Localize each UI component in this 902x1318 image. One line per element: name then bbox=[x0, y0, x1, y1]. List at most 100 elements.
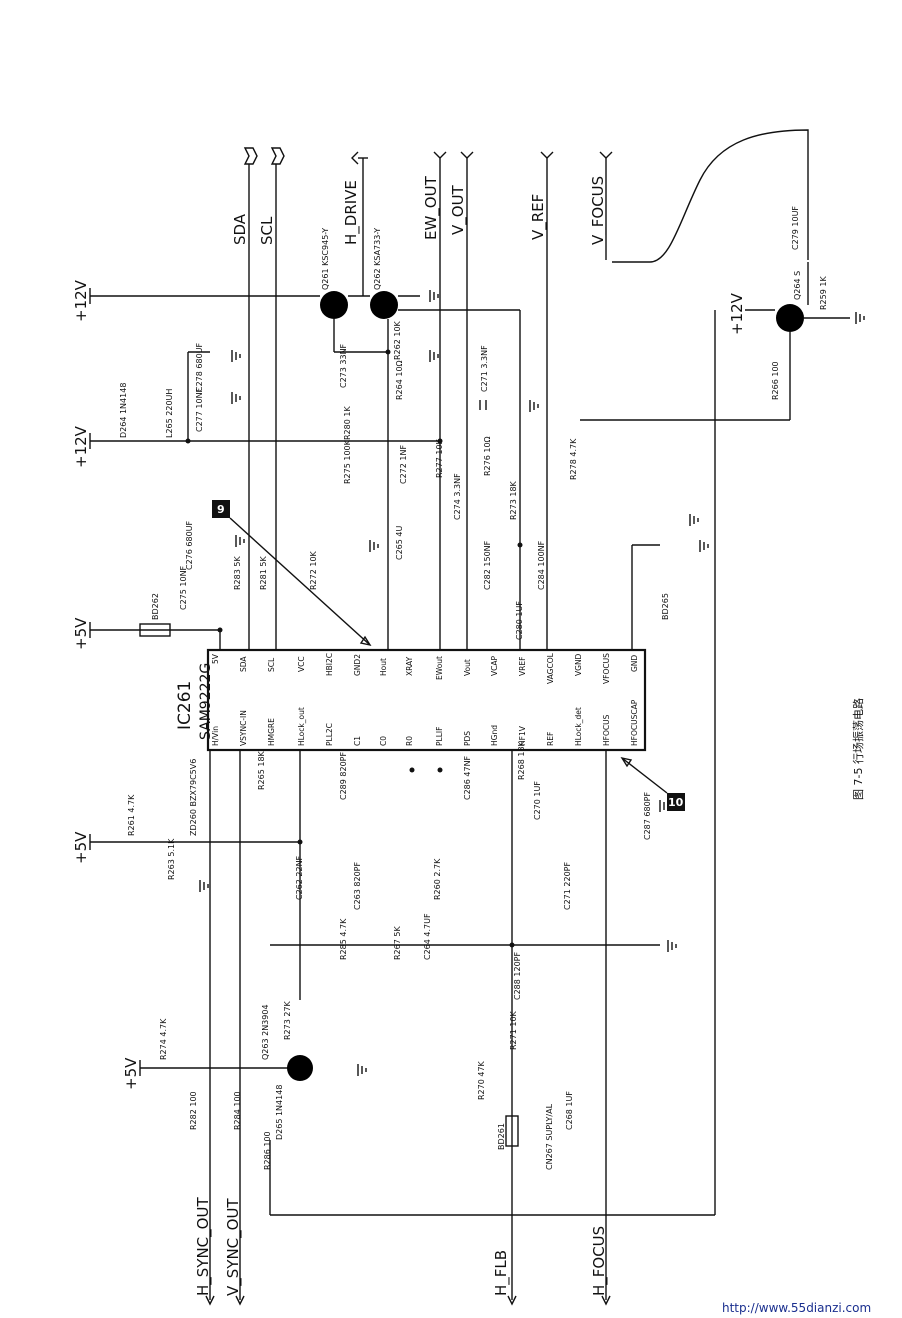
ic-pin-label: VCAP bbox=[490, 656, 499, 676]
ic-pin-label: C1 bbox=[353, 736, 362, 746]
ground-icon bbox=[699, 540, 709, 552]
ic-pin-label: Vout bbox=[463, 659, 472, 676]
junctions bbox=[185, 349, 523, 948]
label-cn267: CN267 SUPLY/AL bbox=[545, 1103, 554, 1170]
connector-arrow bbox=[243, 147, 258, 165]
label-r283: R283 5K bbox=[233, 556, 242, 590]
label-r274: R274 4.7K bbox=[159, 1018, 168, 1060]
ic-pin-label: HLock_det bbox=[574, 707, 583, 746]
label-r273: R273 18K bbox=[509, 480, 518, 520]
label-r275: R275 100K bbox=[343, 439, 352, 484]
marker-9-text: 9 bbox=[217, 503, 225, 516]
label-c265: C265 4U bbox=[395, 526, 404, 560]
ground-icon bbox=[235, 535, 245, 547]
label-c270: C270 1UF bbox=[533, 781, 542, 820]
ic-pin-label: PDS bbox=[463, 731, 472, 746]
ic-pin-label: PLL2C bbox=[325, 723, 334, 746]
top-connectors: SDA SCL H_DRIVE EW_OUT V_OUT V_REF V_FOC… bbox=[231, 129, 809, 650]
rail-label-5v-c: +5V bbox=[122, 1057, 140, 1090]
signal-label-h-drive: H_DRIVE bbox=[342, 180, 361, 245]
ground-icon bbox=[659, 800, 669, 812]
ic-pin-label: HF1V bbox=[518, 725, 527, 746]
marker-10-text: 10 bbox=[668, 796, 684, 809]
label-c287: C287 680PF bbox=[643, 792, 652, 840]
label-c276: C276 680UF bbox=[185, 520, 194, 570]
ic-pin-label: VAGCOL bbox=[546, 652, 555, 684]
signal-label-v-out: V_OUT bbox=[449, 184, 468, 235]
connector-arrow bbox=[601, 1295, 611, 1306]
signal-label-scl: SCL bbox=[258, 216, 276, 245]
ground-icon bbox=[231, 350, 241, 362]
rail-label-12v-a: +12V bbox=[72, 279, 90, 322]
ic-pin-label: Hout bbox=[379, 658, 388, 676]
label-c263: C263 820PF bbox=[353, 862, 362, 910]
label-c271b: C271 220PF bbox=[563, 862, 572, 910]
ground-icon bbox=[689, 514, 699, 526]
label-r262: R262 10K bbox=[393, 320, 402, 360]
label-r271: R271 10K bbox=[509, 1010, 518, 1050]
ic-pin-label: GND2 bbox=[353, 654, 362, 676]
label-c289: C289 820PF bbox=[339, 752, 348, 800]
rail-label-5v-a: +5V bbox=[72, 617, 90, 650]
ic-pin-label: REF bbox=[546, 732, 555, 746]
connector-arrow bbox=[270, 147, 285, 165]
label-c274: C274 3.3NF bbox=[453, 473, 462, 520]
label-q262: Q262 KSA733-Y bbox=[373, 228, 382, 290]
ground-icon bbox=[529, 400, 539, 412]
connector-arrow bbox=[599, 151, 613, 159]
ic-pin-label: SCL bbox=[267, 657, 276, 672]
label-c288: C288 120PF bbox=[513, 952, 522, 1000]
rail-5v-b: +5V R261 4.7K R263 5.1K ZD260 BZX79C5V6 … bbox=[72, 740, 660, 1000]
bottom-connectors: H_SYNC_OUT V_SYNC_OUT H_FLB H_FOCUS bbox=[194, 750, 715, 1306]
label-bd265: BD265 bbox=[661, 593, 670, 620]
label-r280: R280 1K bbox=[343, 406, 352, 440]
rail-label-5v-b: +5V bbox=[72, 831, 90, 864]
label-c275: C275 10NF bbox=[179, 565, 188, 610]
label-r267: R267 5K bbox=[393, 926, 402, 960]
label-r260: R260 2.7K bbox=[433, 858, 442, 900]
label-c286: C286 47NF bbox=[463, 755, 472, 800]
h-drive-stage: +12V Q261 KSC945-Y Q262 KSA733-Y R262 10… bbox=[72, 228, 521, 650]
ground-icon bbox=[667, 940, 677, 952]
ground-icon bbox=[369, 540, 379, 552]
figure-caption: 图 7-5 行场振荡电路 bbox=[851, 698, 865, 800]
ground-icon bbox=[429, 290, 439, 302]
connector-arrow bbox=[205, 1295, 215, 1306]
label-q263: Q263 2N3904 bbox=[261, 1004, 270, 1060]
signal-label-v-sync-out: V_SYNC_OUT bbox=[224, 1198, 243, 1296]
ic-pin-label: HFOCUS bbox=[602, 714, 611, 746]
signal-label-ew-out: EW_OUT bbox=[422, 175, 441, 240]
rail-5v-a: +5V BD262 C275 10NF C276 680UF R283 5K R… bbox=[72, 520, 670, 650]
label-c268: C268 1UF bbox=[565, 1091, 574, 1130]
label-r282: R282 100 bbox=[189, 1091, 198, 1130]
label-c284: C284 100NF bbox=[537, 540, 546, 590]
ic-pin-label: R0 bbox=[405, 736, 414, 746]
label-d265: D265 1N4148 bbox=[275, 1085, 284, 1140]
label-c264: C264 4.7UF bbox=[423, 913, 432, 960]
label-c262: C262 22NF bbox=[295, 855, 304, 900]
ground-icon bbox=[855, 312, 865, 324]
ic-pins-right: 5V SDA SCL VCC HBI2C GND2 Hout XRAY EWou… bbox=[211, 652, 639, 684]
ic-pin-label: H/Vin bbox=[211, 726, 220, 746]
ic-pin-label: PLLIF bbox=[435, 727, 444, 746]
rail-label-12v-b: +12V bbox=[72, 425, 90, 468]
label-c277: C277 10NF bbox=[195, 387, 204, 432]
connector-arrow bbox=[433, 151, 447, 159]
label-r272: R272 10K bbox=[309, 550, 318, 590]
label-c278: C278 680UF bbox=[195, 342, 204, 392]
signal-label-h-sync-out: H_SYNC_OUT bbox=[194, 1197, 213, 1296]
watermark: http://www.55dianzi.com bbox=[722, 1301, 871, 1315]
label-r285: R285 4.7K bbox=[339, 918, 348, 960]
label-r265: R265 18K bbox=[257, 750, 266, 790]
ic-pin-label: VFOCUS bbox=[602, 653, 611, 684]
label-c273: C273 33NF bbox=[339, 343, 348, 388]
label-c280: C280 1UF bbox=[515, 601, 524, 640]
ic-pin-label: VCC bbox=[297, 656, 306, 672]
connector-arrow bbox=[540, 151, 554, 159]
rail-5v-c: +5V R274 4.7K Q263 2N3904 R273 27K D265 … bbox=[122, 952, 574, 1170]
label-bd261: BD261 bbox=[497, 1123, 506, 1150]
label-r264: R264 10Ω bbox=[395, 360, 404, 400]
ic-pin-label: HFOCUSCAP bbox=[630, 699, 639, 746]
label-r277: R277 10K bbox=[435, 438, 444, 478]
